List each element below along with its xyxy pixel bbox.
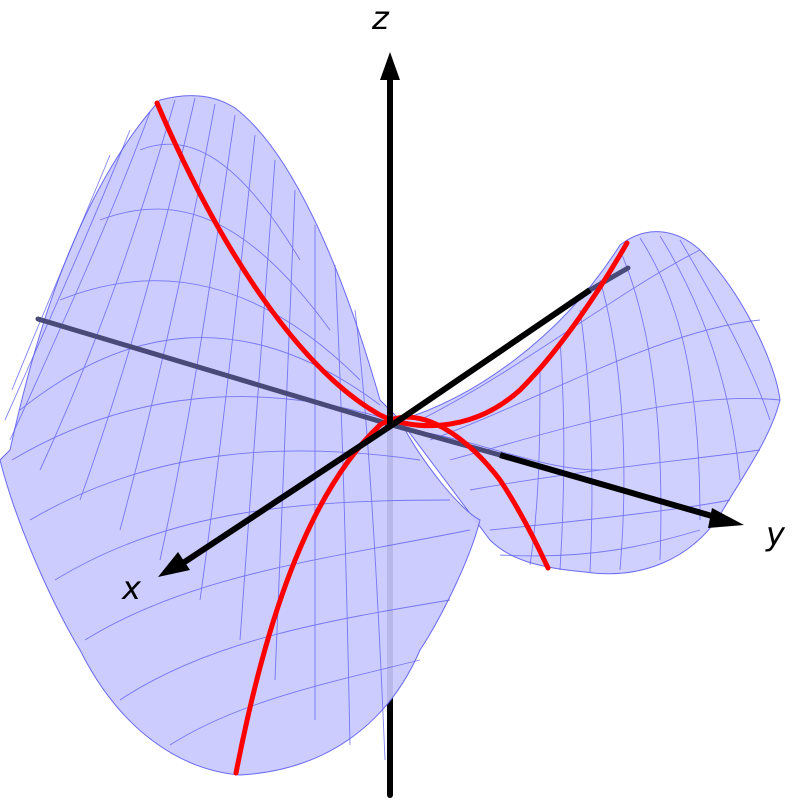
z-axis-label: z: [372, 0, 389, 37]
x-axis-arrowhead: [158, 552, 190, 577]
y-axis-arrowhead: [708, 508, 744, 528]
y-axis-back-hidden: [587, 265, 631, 293]
x-axis-hidden: [35, 316, 395, 428]
surface-mesh: [4, 97, 781, 761]
surface-main: [0, 95, 481, 776]
surface-right-lobe: [399, 231, 781, 575]
x-axis: [178, 422, 394, 568]
y-axis-hidden: [391, 422, 501, 458]
z-axis-arrowhead: [380, 52, 400, 80]
red-curve-upward-parabola: [154, 100, 630, 429]
y-axis-back: [390, 287, 592, 428]
y-axis-label: y: [766, 515, 785, 553]
x-axis-label: x: [122, 569, 141, 607]
y-axis-visible: [499, 452, 713, 519]
